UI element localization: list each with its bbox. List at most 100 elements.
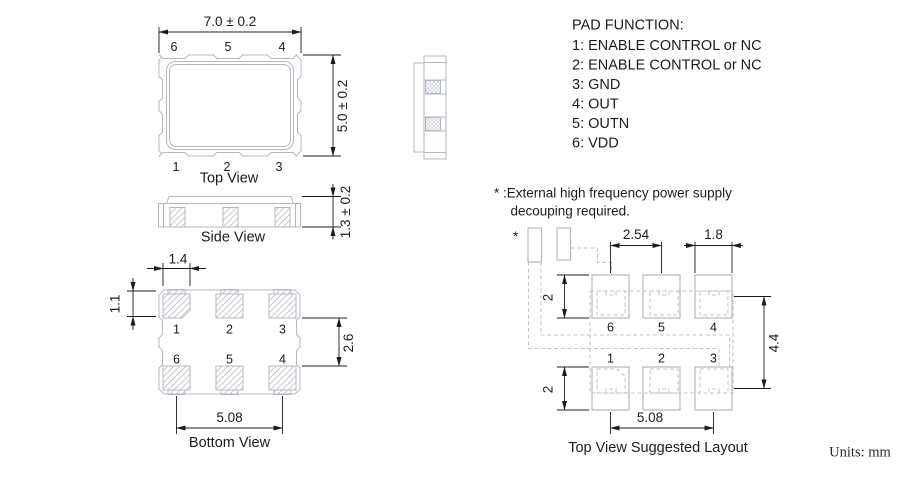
pin-label: 4	[279, 40, 286, 54]
pin-label: 4	[279, 353, 286, 367]
edge-notch	[158, 346, 163, 369]
land-pad-2	[642, 366, 681, 411]
pad-function-list: PAD FUNCTION: 1: ENABLE CONTROL or NC 2:…	[572, 18, 762, 152]
pad-notch-dashed	[708, 291, 720, 296]
dim-layout-pad-height-top: 2	[541, 294, 556, 302]
edge-notch	[158, 75, 163, 103]
pad-notch-dashed	[658, 291, 670, 296]
edge-notch	[158, 54, 190, 59]
extension-line	[610, 242, 662, 273]
pin-label: 1	[607, 352, 614, 366]
bottom-view: 1 2 3 6 5 4 Bottom View 1.4 1.1 2.6 5.08	[108, 252, 357, 452]
dim-top-height: 5.0 ± 0.2	[335, 80, 350, 132]
edge-notch	[212, 152, 244, 157]
dim-top-width: 7.0 ± 0.2	[204, 14, 256, 29]
pad-notch-dashed	[658, 388, 670, 393]
extension-line	[302, 196, 341, 228]
pin-label: 3	[710, 352, 717, 366]
bottom-pad-tab	[220, 289, 239, 295]
top-view: 6 5 4 1 2 3 Top View 7.0 ± 0.2 5.0 ± 0.2	[158, 14, 350, 187]
edge-notch	[266, 152, 298, 157]
dim-bottom-pad-span: 5.08	[216, 410, 242, 425]
edge-notch	[296, 316, 301, 339]
bottom-view-title: Bottom View	[189, 435, 271, 451]
land-pad-4	[694, 274, 733, 319]
end-view	[413, 55, 447, 160]
side-pad	[222, 207, 239, 228]
side-view: Side View 1.3 ± 0.2	[158, 184, 353, 246]
side-view-lid	[165, 196, 295, 204]
edge-notch	[158, 316, 163, 339]
edge-notch	[297, 109, 302, 137]
top-view-lid-outer	[166, 61, 294, 150]
edge-notch	[297, 75, 302, 103]
decoupling-note: * :External high frequency power supply …	[494, 186, 732, 219]
pin-label: 6	[607, 321, 614, 335]
layout-title: Top View Suggested Layout	[568, 440, 748, 456]
edge-notch	[266, 54, 298, 59]
pad-notch-dashed	[605, 388, 617, 393]
end-view-cap-line	[424, 62, 446, 153]
pin-label: 4	[710, 321, 717, 335]
bottom-pad-1	[162, 293, 191, 319]
end-pad	[425, 80, 441, 94]
pin-label: 6	[173, 353, 180, 367]
bottom-pad-tab	[273, 289, 292, 295]
component-pad-dashed	[649, 368, 679, 394]
units-label: Units: mm	[829, 445, 891, 461]
edge-notch	[296, 346, 301, 369]
dim-layout-row-pitch: 4.4	[767, 333, 782, 352]
pin-label: 5	[658, 321, 665, 335]
extension-line	[557, 274, 589, 319]
pad-function-title: PAD FUNCTION:	[572, 18, 684, 34]
land-pad-6	[591, 274, 630, 319]
dim-bottom-pad-width: 1.4	[169, 252, 188, 267]
component-pad-1-dashed	[596, 368, 626, 394]
pad-notch-dashed	[708, 388, 720, 393]
pin-label: 5	[225, 40, 232, 54]
bottom-pad-4	[268, 365, 297, 391]
end-view-lid	[413, 62, 425, 153]
top-view-lid-inner	[169, 64, 291, 147]
bottom-pad-3	[268, 293, 297, 319]
dim-layout-pad-width: 1.8	[704, 227, 723, 242]
extension-line	[694, 242, 733, 273]
note-line-1: * :External high frequency power supply	[494, 186, 732, 201]
end-view-body	[423, 55, 447, 160]
side-pad	[274, 207, 291, 228]
pad-function-item: 5: OUTN	[572, 116, 629, 132]
land-pad-5	[642, 274, 681, 319]
pin-label: 3	[276, 160, 283, 174]
top-view-title: Top View	[200, 171, 259, 187]
dim-side-thickness: 1.3 ± 0.2	[338, 186, 353, 238]
capacitor-pad	[556, 227, 572, 261]
extension-line	[734, 296, 771, 389]
pad-function-item: 6: VDD	[572, 136, 619, 152]
component-pad-dashed	[596, 290, 626, 316]
pad-function-item: 3: GND	[572, 77, 620, 93]
bottom-pad-tab	[167, 289, 186, 295]
pad-notch-dashed	[605, 291, 617, 296]
dim-layout-pitch: 2.54	[623, 227, 650, 242]
bottom-pad-tab	[220, 389, 239, 395]
decoupling-asterisk: *	[513, 229, 519, 244]
bottom-pad-2	[215, 293, 244, 319]
component-outline-dashed	[589, 290, 734, 394]
dim-layout-pad-height-bottom: 2	[541, 386, 556, 394]
pad-function-item: 2: ENABLE CONTROL or NC	[572, 58, 762, 74]
pad-function-item: 1: ENABLE CONTROL or NC	[572, 38, 762, 54]
bottom-pad-tab	[167, 389, 186, 395]
capacitor-pad	[527, 227, 543, 263]
side-view-title: Side View	[201, 230, 266, 246]
pin-label: 6	[171, 40, 178, 54]
dim-bottom-row-gap: 2.6	[341, 334, 356, 353]
bottom-pad-6	[162, 365, 191, 391]
pin-label: 2	[658, 352, 665, 366]
pin-label: 3	[279, 323, 286, 337]
edge-notch	[158, 109, 163, 137]
pin-label: 5	[226, 353, 233, 367]
pin-label: 2	[224, 160, 231, 174]
pin-label: 1	[173, 160, 180, 174]
